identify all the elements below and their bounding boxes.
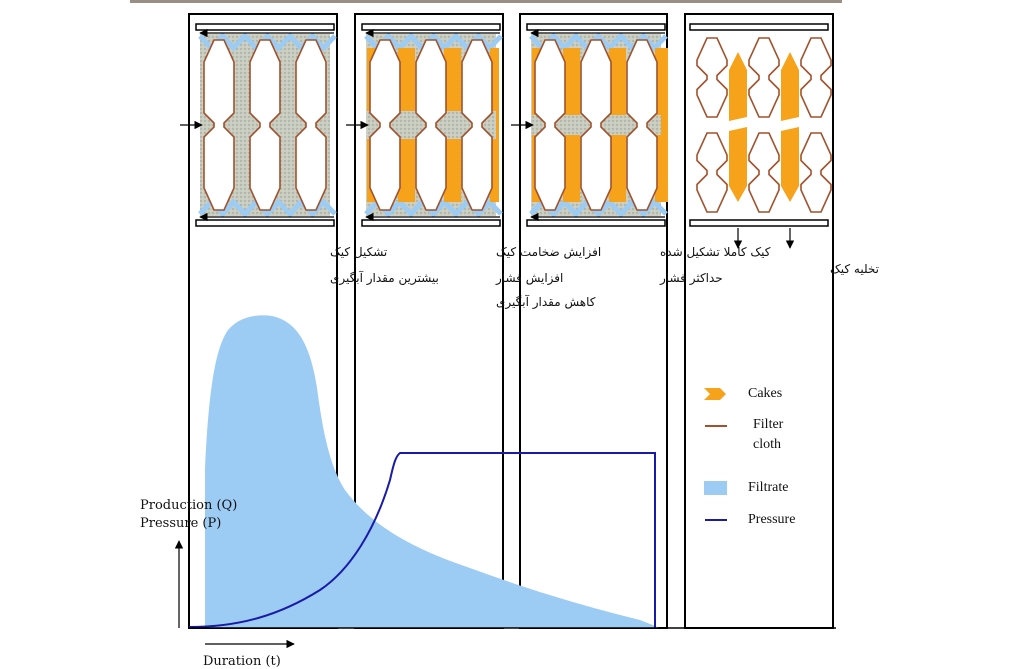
press-illustration-stage-1: [180, 23, 337, 227]
filter-plate-upper: [748, 37, 780, 118]
cake-layer: [655, 48, 668, 202]
press-illustration-stage-4: [689, 23, 832, 249]
press-bottom-rail: [526, 219, 666, 227]
legend-filter-cloth-label-2: cloth: [753, 437, 781, 452]
press-bottom-rail: [361, 219, 501, 227]
legend-filtrate-label: Filtrate: [748, 480, 788, 495]
stage-3-line-2: حداکثر فشار: [659, 271, 723, 286]
falling-cake: [781, 52, 799, 121]
press-top-rail: [689, 23, 829, 31]
stage-2-caption: افزایش ضخامت کیک افزایش فشار کاهش مقدار …: [495, 245, 601, 310]
falling-cake: [729, 52, 747, 121]
press-top-rail: [195, 23, 335, 31]
filter-plate: [534, 39, 566, 211]
filter-plate-upper: [800, 37, 832, 118]
legend: Cakes Filter cloth Filtrate Pressure: [704, 386, 795, 527]
legend-cakes-label: Cakes: [748, 386, 782, 401]
filter-plate: [415, 39, 447, 211]
filtrate-zigzag: [198, 32, 337, 52]
stage-4-caption: تخلیه کیک: [830, 262, 879, 276]
press-illustration-stage-2: [346, 23, 503, 227]
filtrate-zigzag: [529, 32, 668, 52]
legend-cakes-swatch: [704, 388, 726, 400]
filter-plate-lower: [696, 132, 728, 213]
filter-plate-lower: [748, 132, 780, 213]
pressure-curve: [188, 452, 656, 628]
filtrate-zigzag: [198, 198, 337, 218]
filtrate-zigzag: [364, 198, 503, 218]
filter-plate: [203, 39, 235, 211]
filter-plate-lower: [800, 132, 832, 213]
stage-2-line-3: کاهش مقدار آبگیری: [496, 294, 596, 310]
legend-filtrate-swatch: [704, 481, 727, 495]
filter-plate: [461, 39, 493, 211]
filter-plate-upper: [696, 37, 728, 118]
press-top-rail: [361, 23, 501, 31]
y-axis-label-production: Production (Q): [140, 498, 237, 513]
filter-plate: [369, 39, 401, 211]
filter-plate: [249, 39, 281, 211]
stage-3-line-1: کیک کاملا تشکیل شده: [660, 245, 771, 259]
filtrate-zigzag: [364, 32, 503, 52]
stage-4-line-1: تخلیه کیک: [830, 262, 879, 276]
press-bottom-rail: [195, 219, 335, 227]
filter-plate: [626, 39, 658, 211]
press-illustration-stage-3: [511, 23, 668, 227]
x-axis-label: Duration (t): [203, 654, 281, 669]
falling-cake: [729, 127, 747, 202]
filtrate-zigzag: [529, 198, 668, 218]
y-axis-label-pressure: Pressure (P): [140, 516, 221, 531]
filter-plate: [295, 39, 327, 211]
stage-2-line-1: افزایش ضخامت کیک: [496, 245, 601, 260]
stage-1-line-2: بیشترین مقدار آبگیری: [330, 270, 439, 286]
press-top-rail: [526, 23, 666, 31]
legend-pressure-label: Pressure: [748, 512, 795, 527]
stage-1-line-1: تشکیل کیک: [330, 245, 387, 259]
top-noise-strip: [130, 0, 842, 3]
stage-2-line-2: افزایش فشار: [495, 271, 563, 286]
falling-cake: [781, 127, 799, 202]
filter-plate: [580, 39, 612, 211]
legend-filter-cloth-label-1: Filter: [753, 417, 784, 432]
stage-1-caption: تشکیل کیک بیشترین مقدار آبگیری: [330, 245, 439, 286]
filtrate-curve: [205, 315, 660, 628]
stage-3-caption: کیک کاملا تشکیل شده حداکثر فشار: [659, 245, 771, 286]
press-bottom-rail: [689, 219, 829, 227]
